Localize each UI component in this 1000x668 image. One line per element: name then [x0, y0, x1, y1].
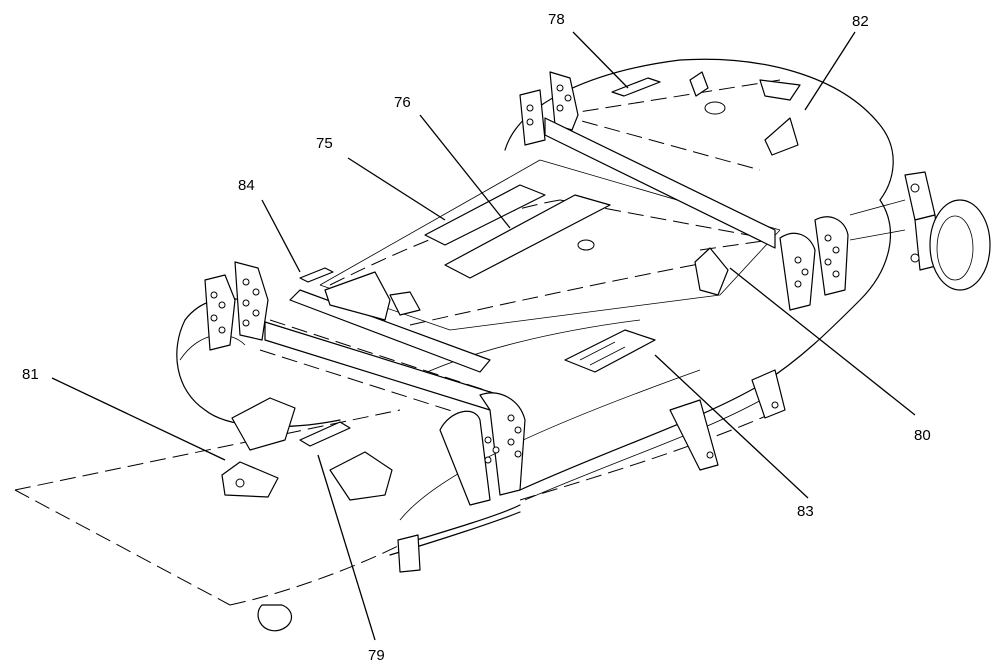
leader-76 [419, 114, 511, 229]
right-rear-bracket [519, 71, 776, 249]
callout-75: 75 [316, 135, 333, 152]
callout-84: 84 [238, 177, 255, 194]
decal-83-plate [564, 329, 656, 373]
callout-81: 81 [22, 366, 39, 383]
exploded-phantom-lines [14, 79, 781, 606]
caster-wheel [849, 171, 991, 291]
leader-79 [317, 454, 376, 641]
left-front-shield [439, 392, 526, 506]
decal-plates [424, 101, 726, 279]
callout-76: 76 [394, 94, 411, 111]
leader-80 [729, 267, 916, 416]
leader-75 [347, 157, 446, 221]
leader-84 [261, 199, 301, 273]
callout-83: 83 [797, 503, 814, 520]
leader-lines [51, 31, 916, 641]
front-clips [257, 369, 786, 632]
front-brackets [221, 397, 393, 501]
callout-labels: 75 76 78 79 80 81 82 83 84 [22, 11, 931, 664]
callout-80: 80 [914, 427, 931, 444]
leader-81 [51, 377, 226, 461]
small-brackets [689, 71, 801, 296]
decal-84-plate [299, 267, 421, 321]
right-side-shields [779, 216, 849, 311]
left-rear-bracket [204, 261, 491, 411]
decal-78-plate [611, 77, 661, 97]
leader-83 [654, 354, 809, 499]
leader-78 [572, 31, 629, 89]
callout-82: 82 [852, 13, 869, 30]
callout-79: 79 [368, 647, 385, 664]
callout-78: 78 [548, 11, 565, 28]
leader-82 [804, 31, 856, 111]
